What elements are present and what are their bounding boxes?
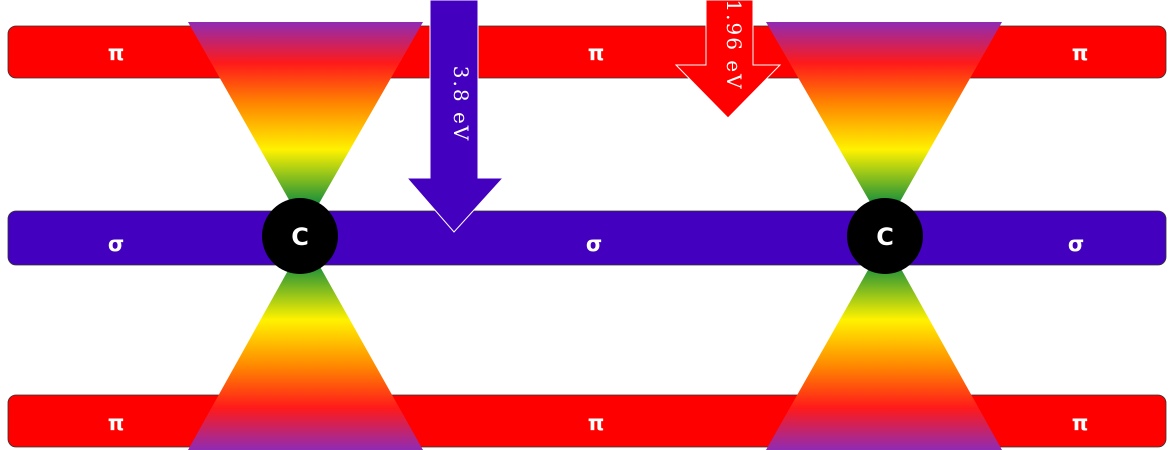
cone-bottom-left <box>188 240 423 450</box>
pi-label-bottom-3: π <box>1072 411 1089 435</box>
uv-arrow <box>405 0 505 233</box>
carbon-atom-left <box>262 198 338 274</box>
cone-top-left <box>188 22 423 228</box>
red-arrow <box>674 0 782 119</box>
cone-top-right <box>766 22 1002 228</box>
carbon-atom-right <box>847 198 923 274</box>
pi-label-bottom-1: π <box>108 411 125 435</box>
carbon-label-left: C <box>291 223 309 251</box>
pi-label-top-1: π <box>108 41 125 65</box>
cone-bottom-right <box>766 240 1002 450</box>
red-arrow-label: 1.96 eV <box>722 0 746 91</box>
pi-label-top-2: π <box>588 41 605 65</box>
pi-label-bottom-2: π <box>588 411 605 435</box>
pi-label-top-3: π <box>1072 41 1089 65</box>
carbon-label-right: C <box>876 223 894 251</box>
sigma-label-2: σ <box>586 232 602 256</box>
sigma-label-3: σ <box>1068 232 1084 256</box>
uv-arrow-label: 3.8 eV <box>449 66 473 142</box>
sigma-label-1: σ <box>108 232 124 256</box>
